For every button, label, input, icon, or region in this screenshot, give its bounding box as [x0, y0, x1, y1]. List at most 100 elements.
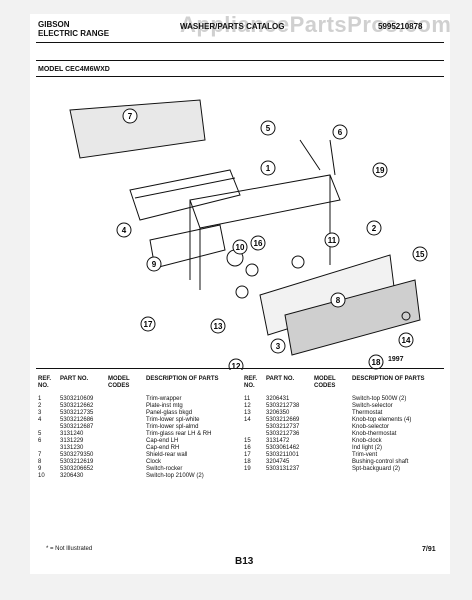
- cell-desc: Bushing-control shaft: [352, 459, 409, 465]
- parts-table: REF. NO. PART NO. MODEL CODES DESCRIPTIO…: [38, 376, 442, 480]
- cell-desc: Switch-top 500W (2): [352, 396, 407, 402]
- cell-ref: 19: [244, 466, 251, 472]
- cell-desc: Knob-top elements (4): [352, 417, 412, 423]
- cell-desc: Switch-top 2100W (2): [146, 473, 204, 479]
- page-number: B13: [235, 556, 254, 567]
- table-row: 15 3131472 Knob-clock: [244, 438, 442, 445]
- table-header: REF. NO. PART NO. MODEL CODES DESCRIPTIO…: [38, 376, 219, 389]
- thermostat-part: [235, 285, 249, 299]
- diagram-callouts: 7 1 5 6 19 4 9 10 16 11 2 15 17 13 8 3 1…: [116, 108, 428, 370]
- table-rule: [36, 368, 444, 369]
- trim-lower-part: [129, 169, 241, 221]
- cell-ref: 18: [244, 459, 251, 465]
- header-rule: [36, 42, 444, 43]
- cell-model: [108, 417, 146, 424]
- callout-5: 5: [266, 124, 271, 133]
- brand: GIBSON: [38, 20, 70, 29]
- cell-model: [108, 466, 146, 473]
- cell-ref: 1: [38, 396, 42, 402]
- cell-ref: 15: [244, 438, 251, 444]
- cell-model: [108, 459, 146, 466]
- cell-model: [108, 438, 146, 445]
- model-rule-bottom: [36, 76, 444, 77]
- cell-desc: Panel-glass bkgd: [146, 410, 193, 416]
- cell-desc: Knob-clock: [352, 438, 382, 444]
- cell-ref: 2: [38, 403, 42, 409]
- cell-model: [314, 396, 352, 403]
- callout-6: 6: [338, 128, 343, 137]
- exploded-parts-diagram: 7 1 5 6 19 4 9 10 16 11 2 15 17 13 8 3 1…: [69, 99, 428, 370]
- cell-part: 5303279350: [60, 452, 94, 458]
- cell-desc: Trim-vent: [352, 452, 378, 458]
- cell-ref: [38, 424, 60, 431]
- model-rule-top: [36, 60, 444, 61]
- parts-column-right: REF. NO. PART NO. MODEL CODES DESCRIPTIO…: [244, 376, 442, 480]
- cell-ref: 7: [38, 452, 42, 458]
- callout-12: 12: [232, 362, 241, 370]
- cell-part: 5303061462: [266, 445, 300, 451]
- cell-part: 3131472: [266, 438, 290, 444]
- cell-model: [314, 445, 352, 452]
- cell-part: 5303211001: [266, 452, 299, 458]
- callout-8: 8: [336, 296, 341, 305]
- callout-11: 11: [328, 236, 337, 245]
- panel-glass-part: [284, 279, 421, 356]
- trim-wrapper-part: [189, 174, 341, 229]
- callout-4: 4: [122, 226, 127, 235]
- callout-18: 18: [372, 358, 381, 367]
- callout-9: 9: [152, 260, 157, 269]
- cell-part: 5303212662: [60, 403, 94, 409]
- cell-ref: [244, 424, 266, 431]
- cell-desc: Cap-end RH: [146, 445, 180, 451]
- model-line: MODEL CEC4M6WXD: [38, 66, 110, 73]
- table-row: 11 3206431 Switch-top 500W (2): [244, 396, 442, 403]
- cell-part: 5303212686: [60, 417, 94, 423]
- parts-column-left: REF. NO. PART NO. MODEL CODES DESCRIPTIO…: [38, 376, 236, 480]
- cell-desc: Trim-lower spl-white: [146, 417, 200, 423]
- cell-ref: 3: [38, 410, 42, 416]
- cell-part: 5303212737: [266, 424, 300, 430]
- cell-ref: [38, 445, 60, 452]
- cell-model: [108, 473, 146, 480]
- table-row: 3131230 Cap-end RH: [38, 445, 236, 452]
- cell-model: [314, 438, 352, 445]
- cell-part: 3131230: [60, 445, 84, 451]
- catalog-number: 5995210878: [378, 22, 423, 31]
- footnote: * = Not Illustrated: [46, 546, 93, 552]
- cell-desc: Thermostat: [352, 410, 383, 416]
- cell-desc: Trim-lower spl-almd: [146, 424, 199, 430]
- spt-backguard-part: [299, 139, 336, 176]
- cell-ref: 11: [244, 396, 251, 402]
- table-row: 5303212687 Trim-lower spl-almd: [38, 424, 236, 431]
- watermark: AppliancePartsPros.com: [180, 12, 452, 37]
- cell-desc: Trim-wrapper: [146, 396, 182, 402]
- cell-ref: 4: [38, 417, 42, 423]
- cell-model: [314, 403, 352, 410]
- cell-ref: 12: [244, 403, 251, 409]
- cell-model: [314, 459, 352, 466]
- cell-model: [108, 445, 146, 452]
- table-row: 17 5303211001 Trim-vent: [244, 452, 442, 459]
- cell-ref: 5: [38, 431, 42, 437]
- catalog-title: WASHER/PARTS CATALOG: [180, 22, 285, 31]
- cell-part: 5303131237: [266, 466, 300, 472]
- cell-ref: 6: [38, 438, 42, 444]
- cell-ref: 17: [244, 452, 251, 458]
- cell-part: 3206431: [266, 396, 290, 402]
- cell-part: 5303212669: [266, 417, 300, 423]
- cell-desc: Knob-thermostat: [352, 431, 397, 437]
- cell-model: [314, 466, 352, 473]
- diagram-code: 1997: [388, 356, 404, 363]
- cell-desc: Spt-backguard (2): [352, 466, 401, 472]
- cell-model: [314, 417, 352, 424]
- cell-part: 5303212687: [60, 424, 94, 430]
- callout-19: 19: [376, 166, 385, 175]
